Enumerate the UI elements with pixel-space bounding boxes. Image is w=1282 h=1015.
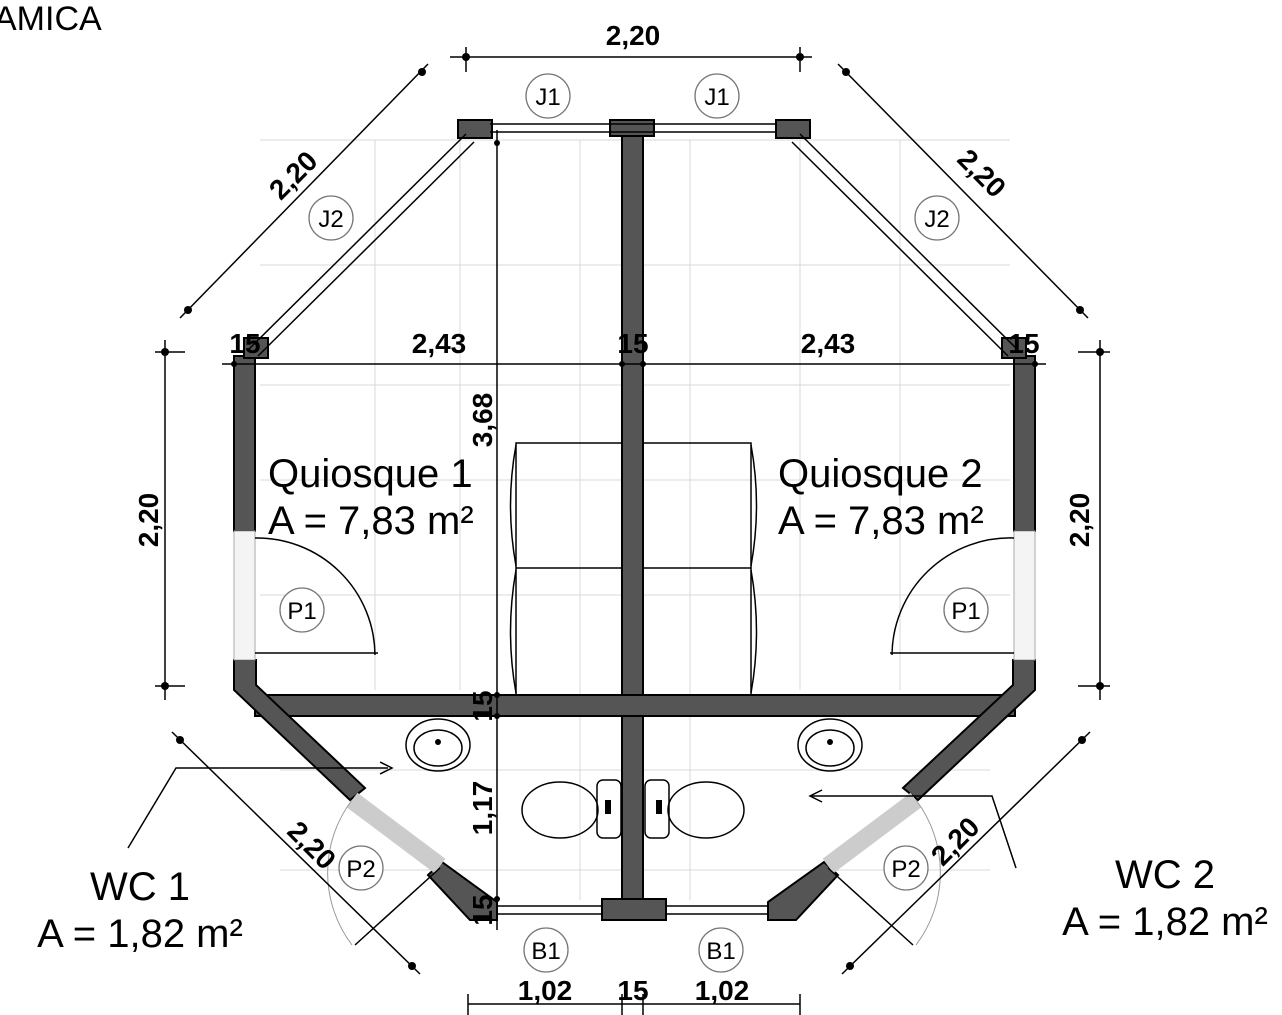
toilet-left-icon bbox=[521, 781, 599, 839]
dim-kiosk-width-right: 2,43 bbox=[801, 328, 856, 359]
dim-bottom-right: 1,02 bbox=[695, 975, 750, 1006]
sink-right-icon bbox=[797, 718, 863, 772]
door-p2-left bbox=[346, 792, 446, 874]
dim-wall-mid: 15 bbox=[467, 690, 498, 721]
tag-j1-right: J1 bbox=[704, 84, 729, 111]
dim-lower-right-diag: 2,20 bbox=[925, 811, 985, 871]
left-wall bbox=[233, 355, 256, 532]
room-name-quiosque-2: Quiosque 2 bbox=[778, 452, 983, 496]
room-area-wc-1: A = 1,82 m² bbox=[37, 912, 243, 956]
dim-lower-left-diag: 2,20 bbox=[281, 815, 341, 875]
tag-j1-left: J1 bbox=[535, 84, 560, 111]
dim-wall-bottom: 15 bbox=[467, 894, 498, 925]
dim-kiosk-width-left: 2,43 bbox=[412, 328, 467, 359]
walls bbox=[233, 119, 1036, 921]
dim-bottom-center: 15 bbox=[617, 975, 648, 1006]
dim-wall-center: 15 bbox=[617, 328, 648, 359]
fixtures bbox=[405, 718, 863, 839]
corner-label: AMICA bbox=[0, 0, 102, 38]
room-area-wc-2: A = 1,82 m² bbox=[1062, 900, 1268, 944]
dim-upper-left-diag: 2,20 bbox=[263, 145, 323, 205]
dim-upper-right-diag: 2,20 bbox=[951, 143, 1011, 203]
central-wall bbox=[621, 121, 644, 901]
tag-j2-right: J2 bbox=[924, 206, 949, 233]
tag-p1-left: P1 bbox=[287, 598, 316, 625]
dim-wc-depth: 1,17 bbox=[467, 781, 498, 836]
toilet-right-icon bbox=[667, 781, 745, 839]
mid-wall bbox=[254, 694, 1016, 717]
tag-j2-left: J2 bbox=[318, 206, 343, 233]
tag-p2-left: P2 bbox=[346, 856, 375, 883]
tag-p1-right: P1 bbox=[951, 598, 980, 625]
wall-lower-right bbox=[901, 659, 1036, 802]
wall-bottom-right bbox=[767, 860, 840, 921]
dim-left-side: 2,20 bbox=[133, 493, 164, 548]
dim-top: 2,20 bbox=[606, 20, 661, 51]
dim-wall-right: 15 bbox=[1008, 328, 1039, 359]
counter-left bbox=[515, 442, 623, 696]
top-left-post bbox=[457, 119, 493, 139]
room-labels: Quiosque 1 A = 7,83 m² Quiosque 2 A = 7,… bbox=[37, 452, 1268, 956]
wall-bottom-center bbox=[601, 898, 667, 921]
room-name-wc-2: WC 2 bbox=[1115, 853, 1215, 897]
counter-right bbox=[642, 442, 752, 696]
dim-wall-left: 15 bbox=[229, 328, 260, 359]
right-post bbox=[1001, 337, 1027, 359]
dim-bottom-left: 1,02 bbox=[518, 975, 573, 1006]
sink-left-icon bbox=[405, 718, 471, 772]
tag-b1-right: B1 bbox=[706, 938, 735, 965]
dim-right-side: 2,20 bbox=[1064, 493, 1095, 548]
tag-b1-left: B1 bbox=[531, 938, 560, 965]
leaders bbox=[127, 761, 1017, 869]
door-p2-right bbox=[822, 792, 922, 874]
dim-kiosk-depth: 3,68 bbox=[467, 393, 498, 448]
wall-lower-left bbox=[233, 659, 367, 802]
room-name-quiosque-1: Quiosque 1 bbox=[268, 452, 473, 496]
element-tags: J1 J1 J2 J2 P1 P1 P2 P2 B1 B1 bbox=[279, 73, 989, 973]
room-area-quiosque-2: A = 7,83 m² bbox=[778, 499, 984, 543]
room-area-quiosque-1: A = 7,83 m² bbox=[268, 499, 474, 543]
dimension-lines bbox=[155, 47, 1110, 1015]
top-right-post bbox=[775, 119, 811, 139]
counters bbox=[509, 442, 758, 696]
top-post bbox=[609, 119, 655, 137]
room-name-wc-1: WC 1 bbox=[90, 865, 190, 909]
tag-p2-right: P2 bbox=[891, 856, 920, 883]
doors bbox=[254, 537, 1015, 946]
windows bbox=[233, 123, 1036, 915]
right-wall bbox=[1013, 355, 1036, 532]
